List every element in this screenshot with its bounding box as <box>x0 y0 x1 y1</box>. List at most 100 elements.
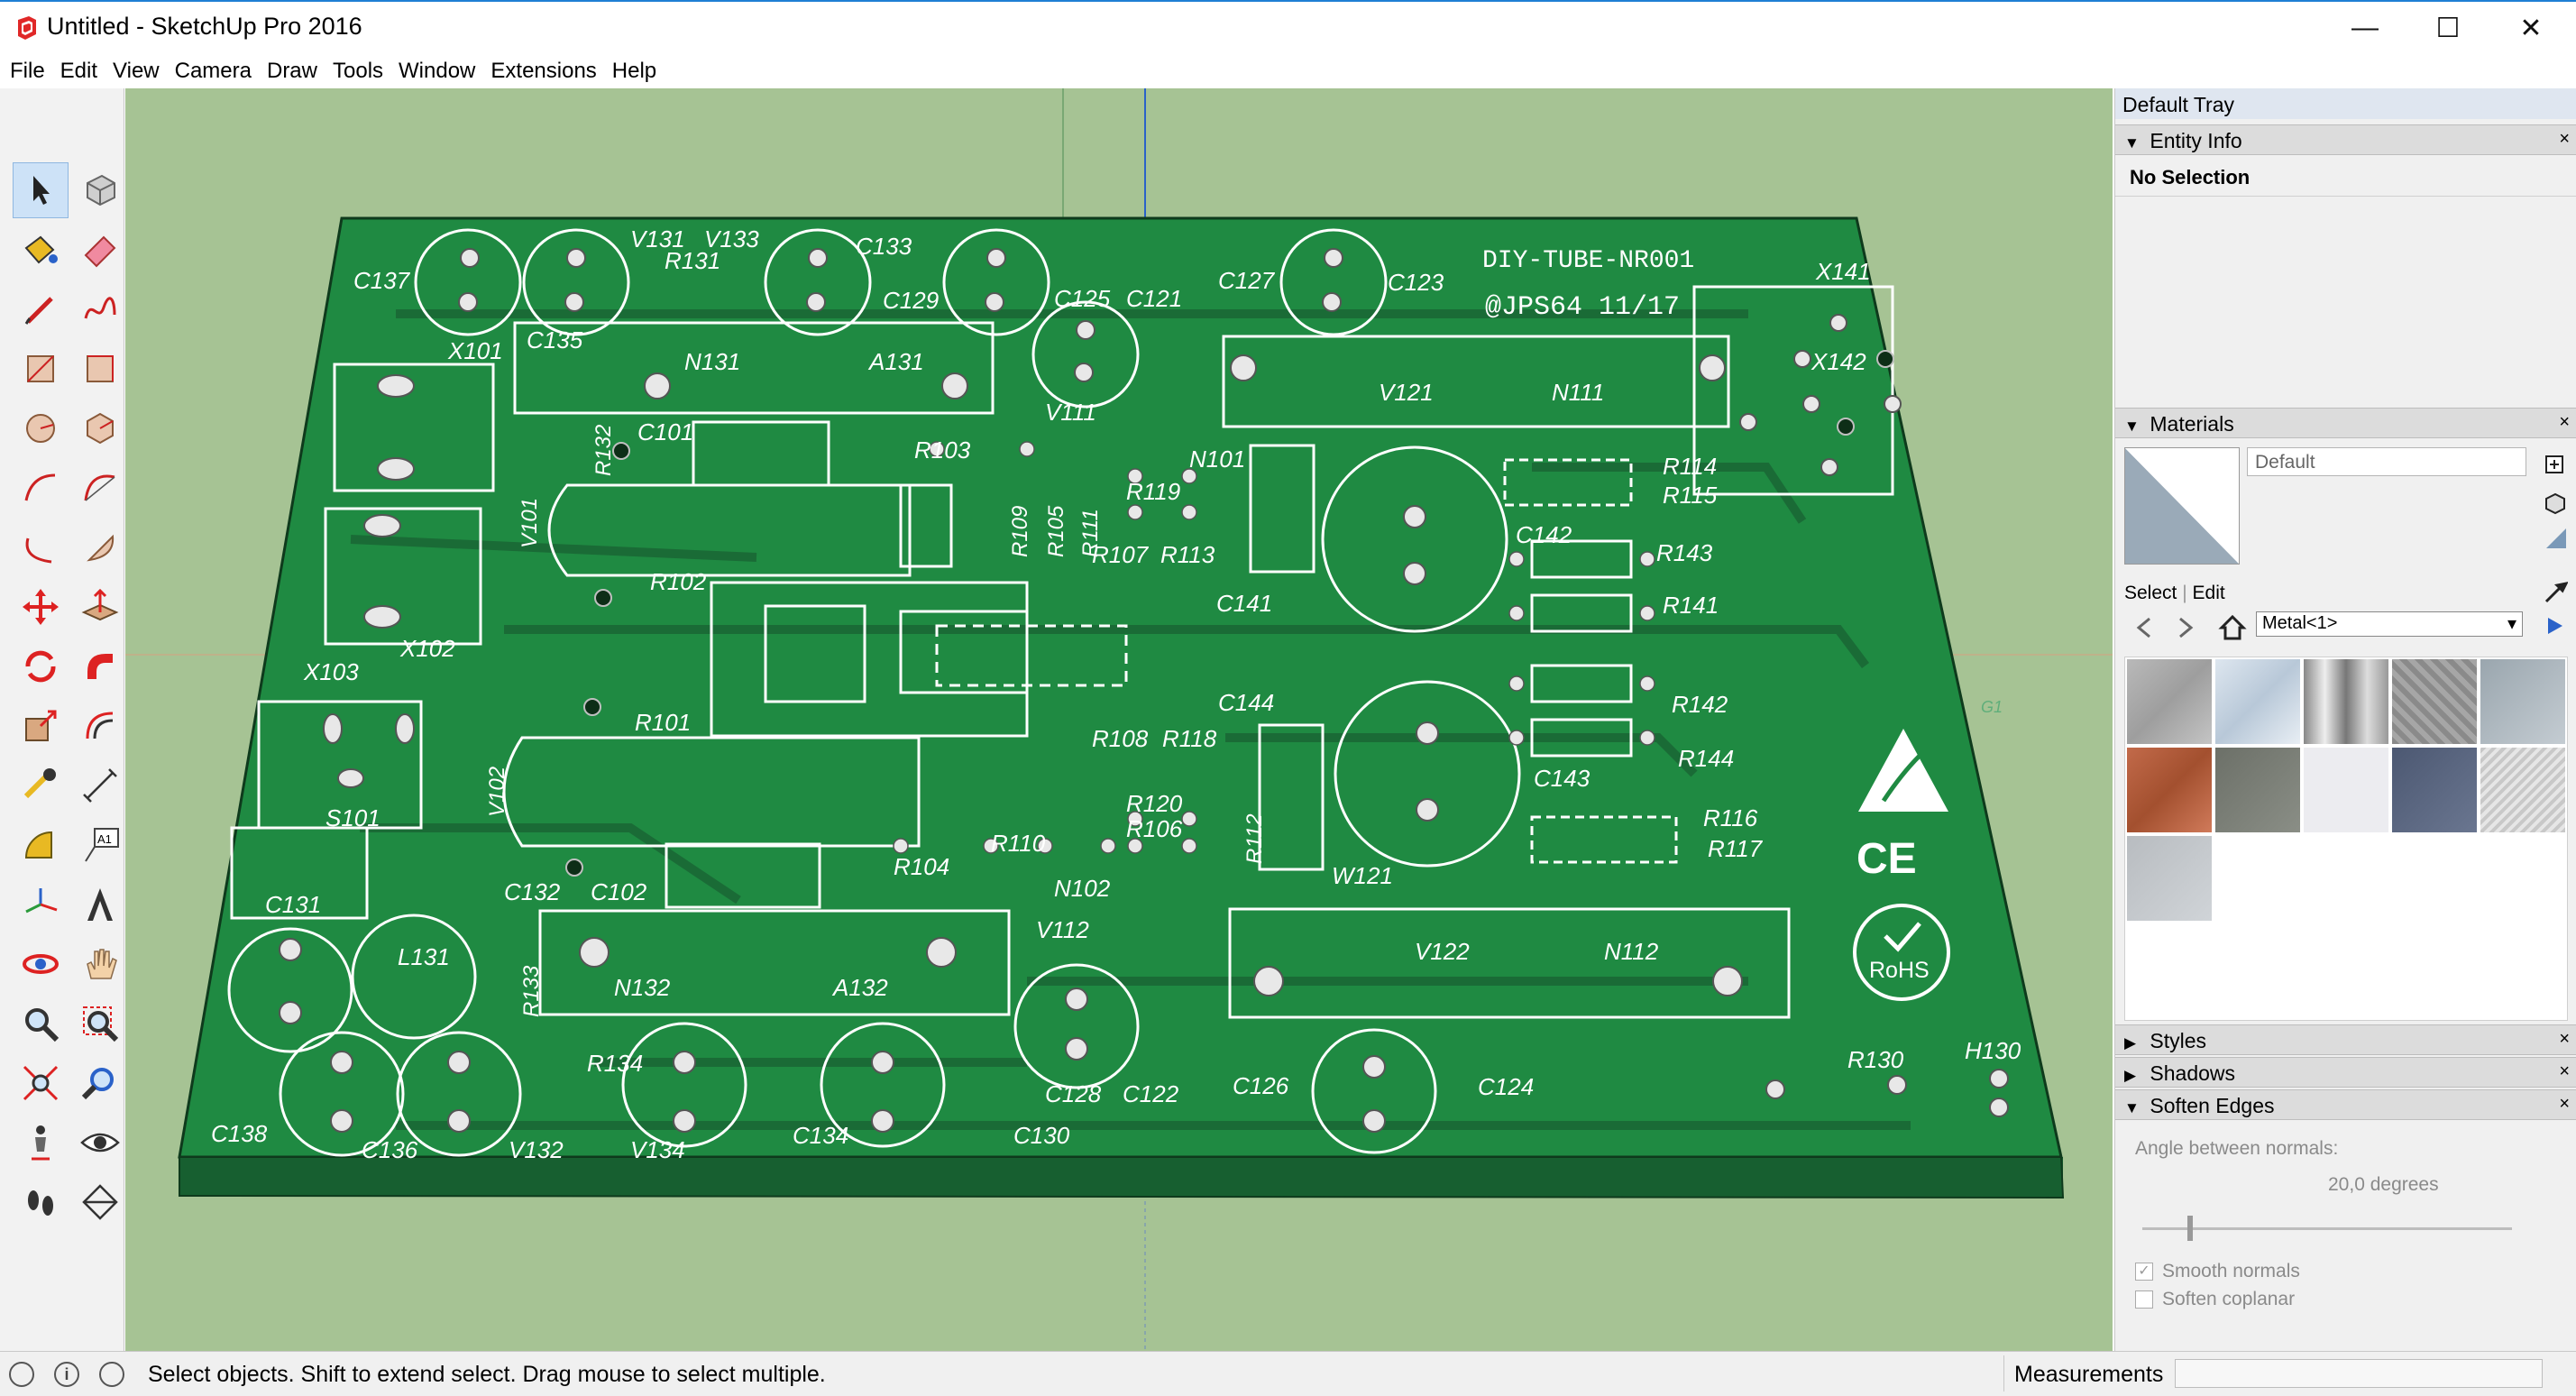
rotated-rectangle-tool[interactable] <box>72 341 128 397</box>
close-icon[interactable]: × <box>2559 1061 2570 1081</box>
move-tool[interactable] <box>13 579 69 635</box>
menu-draw[interactable]: Draw <box>266 59 317 83</box>
soften-edges-panel-header[interactable]: ▼ Soften Edges × <box>2115 1089 2576 1120</box>
offset-tool[interactable] <box>72 698 128 754</box>
swatch-metal-galvanized[interactable] <box>2215 659 2300 744</box>
circle-tool[interactable] <box>13 400 69 456</box>
swatch-metal-rust[interactable] <box>2127 748 2212 832</box>
materials-panel-header[interactable]: ▼ Materials × <box>2115 408 2576 438</box>
swatch-metal-steel[interactable] <box>2480 659 2565 744</box>
swatch-metal-white[interactable] <box>2304 748 2388 832</box>
eraser-icon <box>84 235 116 268</box>
3d-viewport[interactable]: CE RoHS DIY-TUBE-NR001 @JPS64 11/17 C137… <box>125 88 2113 1351</box>
soften-coplanar-checkbox[interactable] <box>2135 1290 2153 1309</box>
zoom-tool[interactable] <box>13 996 69 1052</box>
menu-view[interactable]: View <box>113 59 160 83</box>
svg-text:R114: R114 <box>1663 453 1717 480</box>
menu-edit[interactable]: Edit <box>60 59 98 83</box>
create-material-icon[interactable] <box>2543 453 2566 476</box>
geo-location-icon[interactable] <box>9 1362 34 1387</box>
sample-paint-icon[interactable] <box>2544 527 2568 550</box>
tab-edit[interactable]: Edit <box>2192 583 2225 603</box>
dimension-tool[interactable] <box>72 758 128 813</box>
close-icon[interactable]: × <box>2559 1029 2570 1049</box>
freehand-tool[interactable] <box>72 281 128 337</box>
protractor-tool[interactable] <box>13 817 69 873</box>
tab-select[interactable]: Select <box>2124 583 2177 603</box>
follow-me-tool[interactable] <box>72 638 128 694</box>
rotate-tool[interactable] <box>13 638 69 694</box>
zoom-window-icon <box>83 1006 119 1042</box>
section-plane-tool[interactable] <box>72 1174 128 1230</box>
pan-tool[interactable] <box>72 936 128 992</box>
user-account-icon[interactable] <box>99 1362 124 1387</box>
minimize-button[interactable]: — <box>2351 13 2379 42</box>
line-tool[interactable] <box>13 281 69 337</box>
swatch-metal-aluminum[interactable] <box>2127 659 2212 744</box>
paint-bucket-tool[interactable] <box>13 222 69 278</box>
3d-text-tool[interactable] <box>72 877 128 932</box>
shadows-panel-header[interactable]: ▶ Shadows × <box>2115 1057 2576 1088</box>
menu-camera[interactable]: Camera <box>174 59 252 83</box>
swatch-metal-polished[interactable] <box>2304 659 2388 744</box>
details-arrow-icon[interactable] <box>2544 614 2568 638</box>
arc-tool[interactable] <box>13 460 69 516</box>
zoom-window-tool[interactable] <box>72 996 128 1052</box>
swatch-metal-corrugated[interactable] <box>2215 748 2300 832</box>
entity-info-panel-header[interactable]: ▼ Entity Info × <box>2115 124 2576 155</box>
svg-text:C122: C122 <box>1123 1080 1179 1107</box>
eraser-tool[interactable] <box>72 222 128 278</box>
measurements-input[interactable] <box>2175 1359 2543 1388</box>
text-tool[interactable]: A1 <box>72 817 128 873</box>
back-arrow-icon[interactable] <box>2131 615 2157 640</box>
close-icon[interactable]: × <box>2559 1094 2570 1114</box>
push-pull-tool[interactable] <box>72 579 128 635</box>
swatch-metal-brushed[interactable] <box>2127 836 2212 921</box>
zoom-extents-tool[interactable] <box>13 1055 69 1111</box>
tape-measure-tool[interactable] <box>13 758 69 813</box>
menu-window[interactable]: Window <box>399 59 476 83</box>
angle-slider-thumb[interactable] <box>2187 1216 2193 1241</box>
scale-tool[interactable] <box>13 698 69 754</box>
rectangle-tool[interactable] <box>13 341 69 397</box>
close-button[interactable]: ✕ <box>2519 13 2543 43</box>
axes-tool[interactable] <box>13 877 69 932</box>
two-point-arc-tool[interactable] <box>72 460 128 516</box>
menu-tools[interactable]: Tools <box>333 59 384 83</box>
default-material-cube-icon[interactable] <box>2543 491 2568 516</box>
info-icon[interactable]: i <box>54 1362 79 1387</box>
home-icon[interactable] <box>2218 613 2247 642</box>
styles-panel-header[interactable]: ▶ Styles × <box>2115 1024 2576 1055</box>
pcb-model[interactable]: CE RoHS DIY-TUBE-NR001 @JPS64 11/17 C137… <box>125 88 2113 1351</box>
menu-help[interactable]: Help <box>611 59 657 83</box>
select-tool[interactable] <box>13 162 69 218</box>
svg-text:L131: L131 <box>398 943 450 970</box>
swatch-metal-diamond-plate[interactable] <box>2392 659 2477 744</box>
material-name-field[interactable]: Default <box>2247 447 2526 476</box>
close-icon[interactable]: × <box>2559 412 2570 432</box>
swatch-metal-blue-seamed[interactable] <box>2392 748 2477 832</box>
forward-arrow-icon[interactable] <box>2173 615 2198 640</box>
angle-slider-track[interactable] <box>2142 1227 2512 1230</box>
svg-text:C130: C130 <box>1013 1122 1070 1149</box>
orbit-tool[interactable] <box>13 936 69 992</box>
close-icon[interactable]: × <box>2559 129 2570 149</box>
smooth-normals-checkbox[interactable]: ✓ <box>2135 1263 2153 1281</box>
make-component-tool[interactable] <box>72 162 128 218</box>
previous-view-tool[interactable] <box>72 1055 128 1111</box>
look-around-tool[interactable] <box>72 1115 128 1171</box>
walk-tool[interactable] <box>13 1174 69 1230</box>
status-message: Select objects. Shift to extend select. … <box>148 1362 826 1387</box>
swatch-metal-mesh[interactable] <box>2480 748 2565 832</box>
menu-extensions[interactable]: Extensions <box>490 59 597 83</box>
maximize-button[interactable]: ☐ <box>2435 13 2461 43</box>
material-collection-select[interactable]: Metal<1> ▾ <box>2256 611 2523 637</box>
polygon-tool[interactable] <box>72 400 128 456</box>
svg-text:R102: R102 <box>650 568 707 595</box>
eyedropper-icon[interactable] <box>2543 580 2568 605</box>
position-camera-tool[interactable] <box>13 1115 69 1171</box>
three-point-arc-tool[interactable] <box>13 519 69 575</box>
pie-tool[interactable] <box>72 519 128 575</box>
menu-file[interactable]: File <box>10 59 45 83</box>
svg-text:C134: C134 <box>793 1122 848 1149</box>
